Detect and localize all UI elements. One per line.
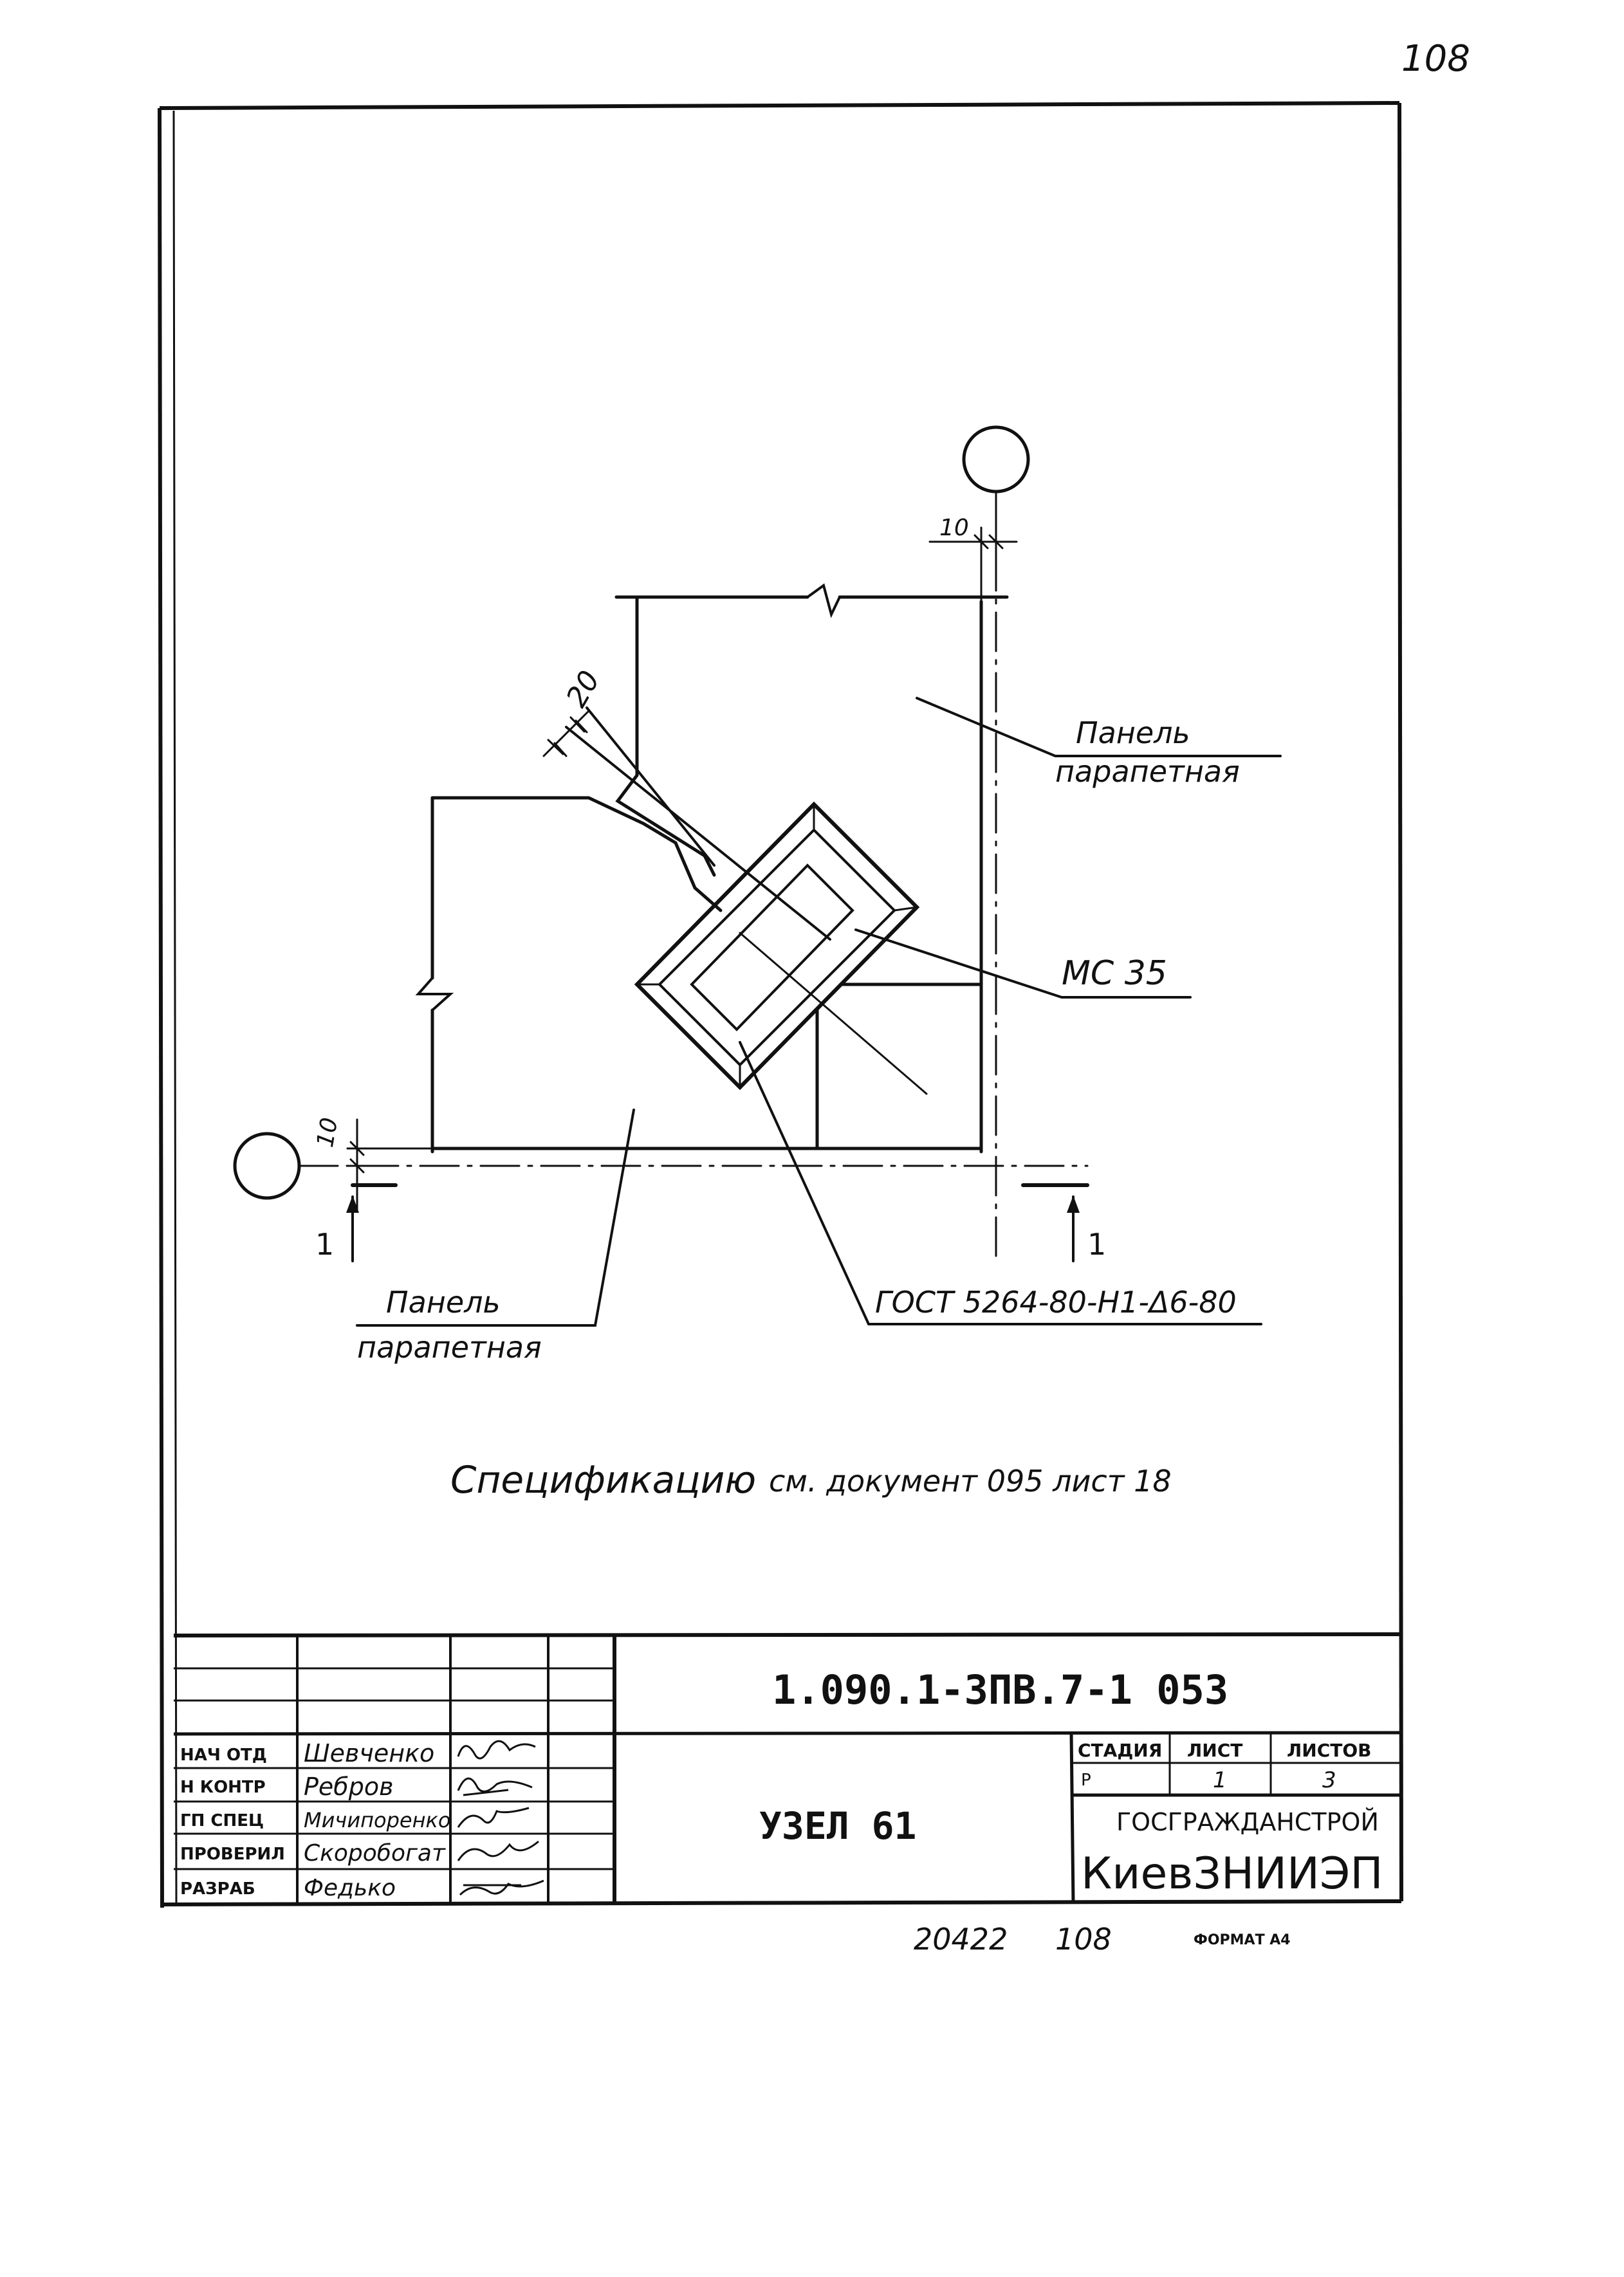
- sheets-header: ЛИСТОВ: [1287, 1740, 1371, 1761]
- stage-header: СТАДИЯ: [1078, 1740, 1162, 1761]
- role-label: РАЗРАБ: [180, 1879, 255, 1899]
- person-name: Ребров: [304, 1773, 394, 1801]
- lower-panel-label-2: парапетная: [357, 1330, 542, 1365]
- role-label: Н КОНТР: [180, 1778, 266, 1797]
- sheet-value: 1: [1213, 1767, 1227, 1793]
- signature-marks: [457, 1740, 544, 1896]
- person-name: Мичипоренко: [304, 1808, 450, 1832]
- inventory-number: 20422: [914, 1922, 1008, 1957]
- stage-value: Р: [1081, 1771, 1091, 1790]
- role-label: ГП СПЕЦ: [180, 1811, 264, 1830]
- sheet-title: УЗЕЛ 61: [759, 1804, 916, 1848]
- sheets-value: 3: [1322, 1767, 1336, 1793]
- role-label: ПРОВЕРИЛ: [180, 1845, 285, 1864]
- document-code: 1.090.1-3ПВ.7-1 053: [772, 1666, 1228, 1713]
- title-block: [161, 1632, 1402, 1906]
- dim-left-label: 10: [312, 1116, 343, 1149]
- specification-note-2: см. документ 095 лист 18: [769, 1464, 1172, 1498]
- sheet-header: ЛИСТ: [1187, 1740, 1242, 1761]
- upper-panel-label-2: парапетная: [1055, 754, 1240, 789]
- axis-marker-top: [962, 425, 1030, 493]
- person-name: Шевченко: [304, 1739, 434, 1767]
- part-label: МС 35: [1062, 954, 1167, 993]
- node-drawing: [233, 425, 1282, 1327]
- paper-format: ФОРМАТ А4: [1194, 1932, 1291, 1948]
- signatures-table: НАЧ ОТД Шевченко Н КОНТР Ребров ГП СПЕЦ …: [180, 1739, 450, 1901]
- inventory-page: 108: [1055, 1922, 1112, 1957]
- lower-panel-label-1: Панель: [386, 1285, 501, 1320]
- person-name: Скоробогат: [304, 1840, 446, 1867]
- person-name: Федько: [304, 1875, 396, 1901]
- section-mark-left: 1: [315, 1227, 334, 1262]
- upper-panel-label-1: Панель: [1076, 715, 1190, 750]
- organization-line-1: ГОСГРАЖДАНСТРОЙ: [1116, 1808, 1379, 1836]
- section-mark-right: 1: [1087, 1227, 1106, 1262]
- specification-note-1: Спецификацию: [450, 1458, 756, 1502]
- organization-line-2: КиевЗНИИЭП: [1081, 1848, 1383, 1899]
- axis-marker-left: [233, 1132, 301, 1200]
- dim-top-label: 10: [939, 515, 969, 541]
- weld-standard-label: ГОСТ 5264-80-Н1-Δ6-80: [875, 1285, 1237, 1320]
- page-number: 108: [1401, 38, 1470, 80]
- role-label: НАЧ ОТД: [180, 1746, 267, 1765]
- dim-weld-label: 20: [560, 665, 606, 713]
- sheet-frame: [158, 101, 1403, 1908]
